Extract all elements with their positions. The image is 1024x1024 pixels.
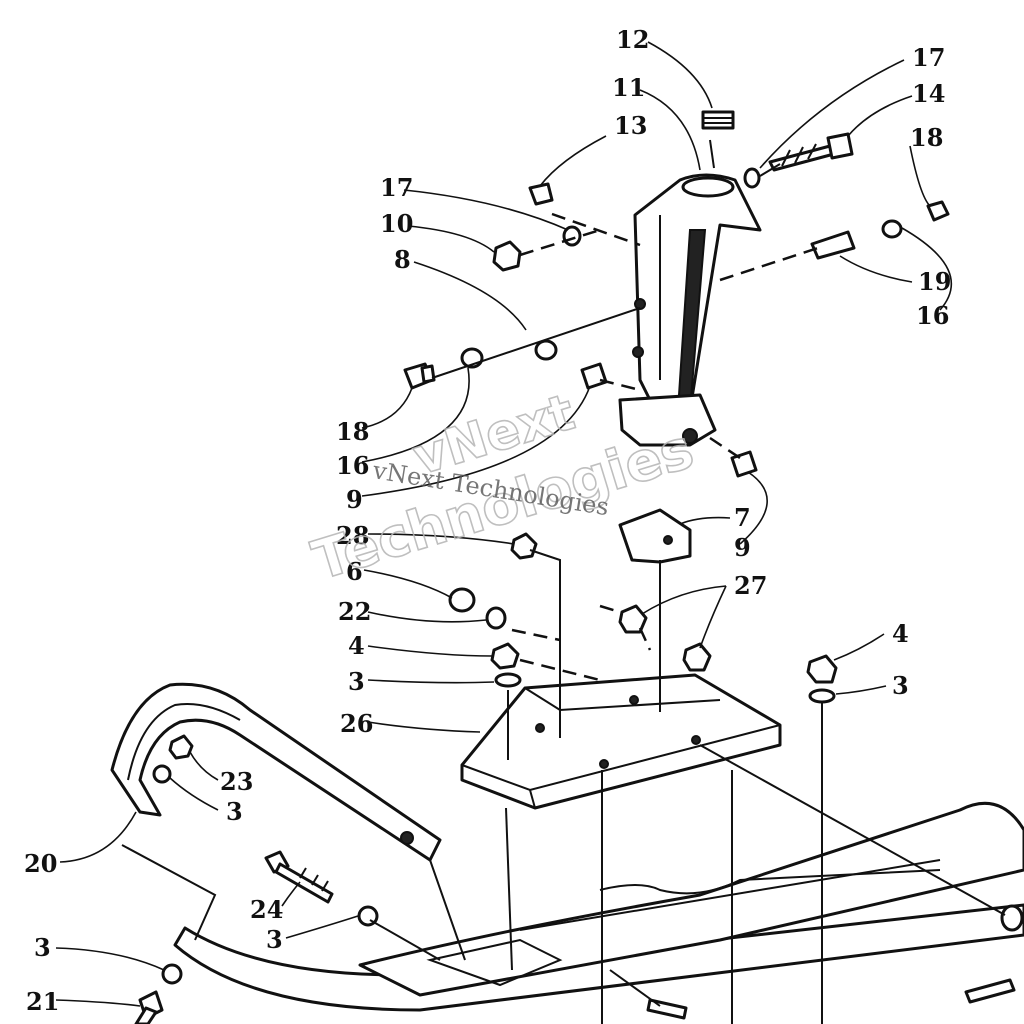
nut-10 — [492, 240, 522, 272]
bolt-bottom-mid — [646, 998, 688, 1020]
callout-28: 28 — [336, 521, 369, 550]
callout-14: 14 — [912, 79, 945, 108]
callout-3-right: 3 — [892, 671, 909, 700]
callout-19: 19 — [918, 267, 951, 296]
nut-28 — [510, 532, 538, 560]
callout-8: 8 — [394, 245, 411, 274]
callout-16-left: 16 — [336, 451, 369, 480]
nut-6 — [448, 587, 476, 613]
washer-3-bottom — [161, 963, 183, 985]
bolt-18-right — [926, 200, 950, 222]
nut-4-right — [806, 654, 838, 684]
nut-27a — [618, 604, 648, 634]
callout-17-left: 17 — [380, 173, 413, 202]
bolt-18-left — [403, 362, 436, 390]
bushing-8 — [534, 339, 558, 361]
callout-17-top: 17 — [912, 43, 945, 72]
callout-4-right: 4 — [892, 619, 909, 648]
leader-lines — [55, 41, 953, 1007]
bolt-13 — [528, 182, 554, 206]
callout-9-left: 9 — [346, 485, 363, 514]
nut-27b — [682, 642, 712, 672]
callout-6: 6 — [346, 557, 363, 586]
callout-27: 27 — [734, 571, 767, 600]
callout-11: 11 — [612, 73, 645, 102]
ski-loop — [110, 682, 442, 862]
callout-3-bottom: 3 — [34, 933, 51, 962]
callout-26: 26 — [340, 709, 373, 738]
bracket-7 — [618, 508, 692, 564]
spindle — [618, 173, 762, 447]
callout-7: 7 — [734, 503, 751, 532]
nut-4-left — [490, 642, 520, 670]
callout-23: 23 — [220, 767, 253, 796]
bolt-bottom-right — [964, 978, 1016, 1004]
bushing-9-left — [580, 362, 608, 390]
callout-10: 10 — [380, 209, 413, 238]
callout-3-loop: 3 — [226, 797, 243, 826]
washer-3-loop — [152, 764, 172, 784]
callout-12: 12 — [616, 25, 649, 54]
callout-21: 21 — [26, 987, 59, 1016]
callout-24: 24 — [250, 895, 283, 924]
callout-4-left: 4 — [348, 631, 365, 660]
callout-16-right: 16 — [916, 301, 949, 330]
washer-3-left — [494, 672, 522, 688]
bolt-14 — [768, 132, 854, 172]
callout-18-top: 18 — [910, 123, 943, 152]
bolt-21 — [134, 990, 164, 1024]
nut-23 — [168, 734, 194, 760]
callout-18-left: 18 — [336, 417, 369, 446]
callout-3-bolt24: 3 — [266, 925, 283, 954]
grease-cap — [701, 110, 735, 130]
ski — [173, 801, 1024, 1012]
callout-22: 22 — [338, 597, 371, 626]
bushing-16-right — [881, 219, 903, 239]
bolt-24 — [264, 850, 334, 904]
callout-20: 20 — [24, 849, 57, 878]
callout-3-left: 3 — [348, 667, 365, 696]
callout-9-right: 9 — [734, 533, 751, 562]
spacer-19 — [810, 230, 856, 260]
assembly-lines — [121, 139, 1006, 1024]
callout-13: 13 — [614, 111, 647, 140]
washer-3-right — [808, 688, 836, 704]
washer-17a — [743, 167, 761, 189]
washer-22 — [485, 606, 507, 630]
callout-labels: 12 11 13 17 14 18 17 10 8 19 16 18 16 9 … — [24, 25, 951, 1016]
washer-bottom-right — [1000, 904, 1024, 932]
